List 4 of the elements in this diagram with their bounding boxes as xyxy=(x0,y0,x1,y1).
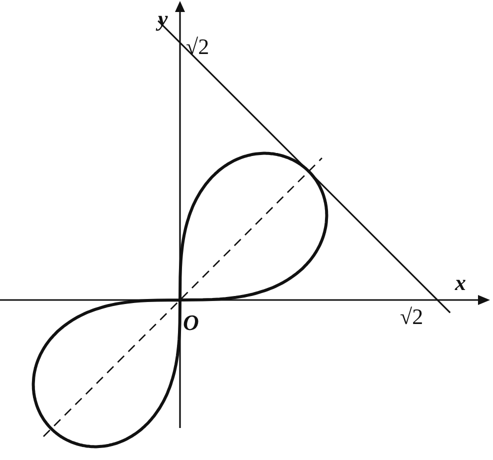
axis-label: O xyxy=(183,312,199,334)
tick-label: √2 xyxy=(186,36,210,58)
tick-label: √2 xyxy=(400,306,424,328)
axis-label: x xyxy=(455,272,466,294)
